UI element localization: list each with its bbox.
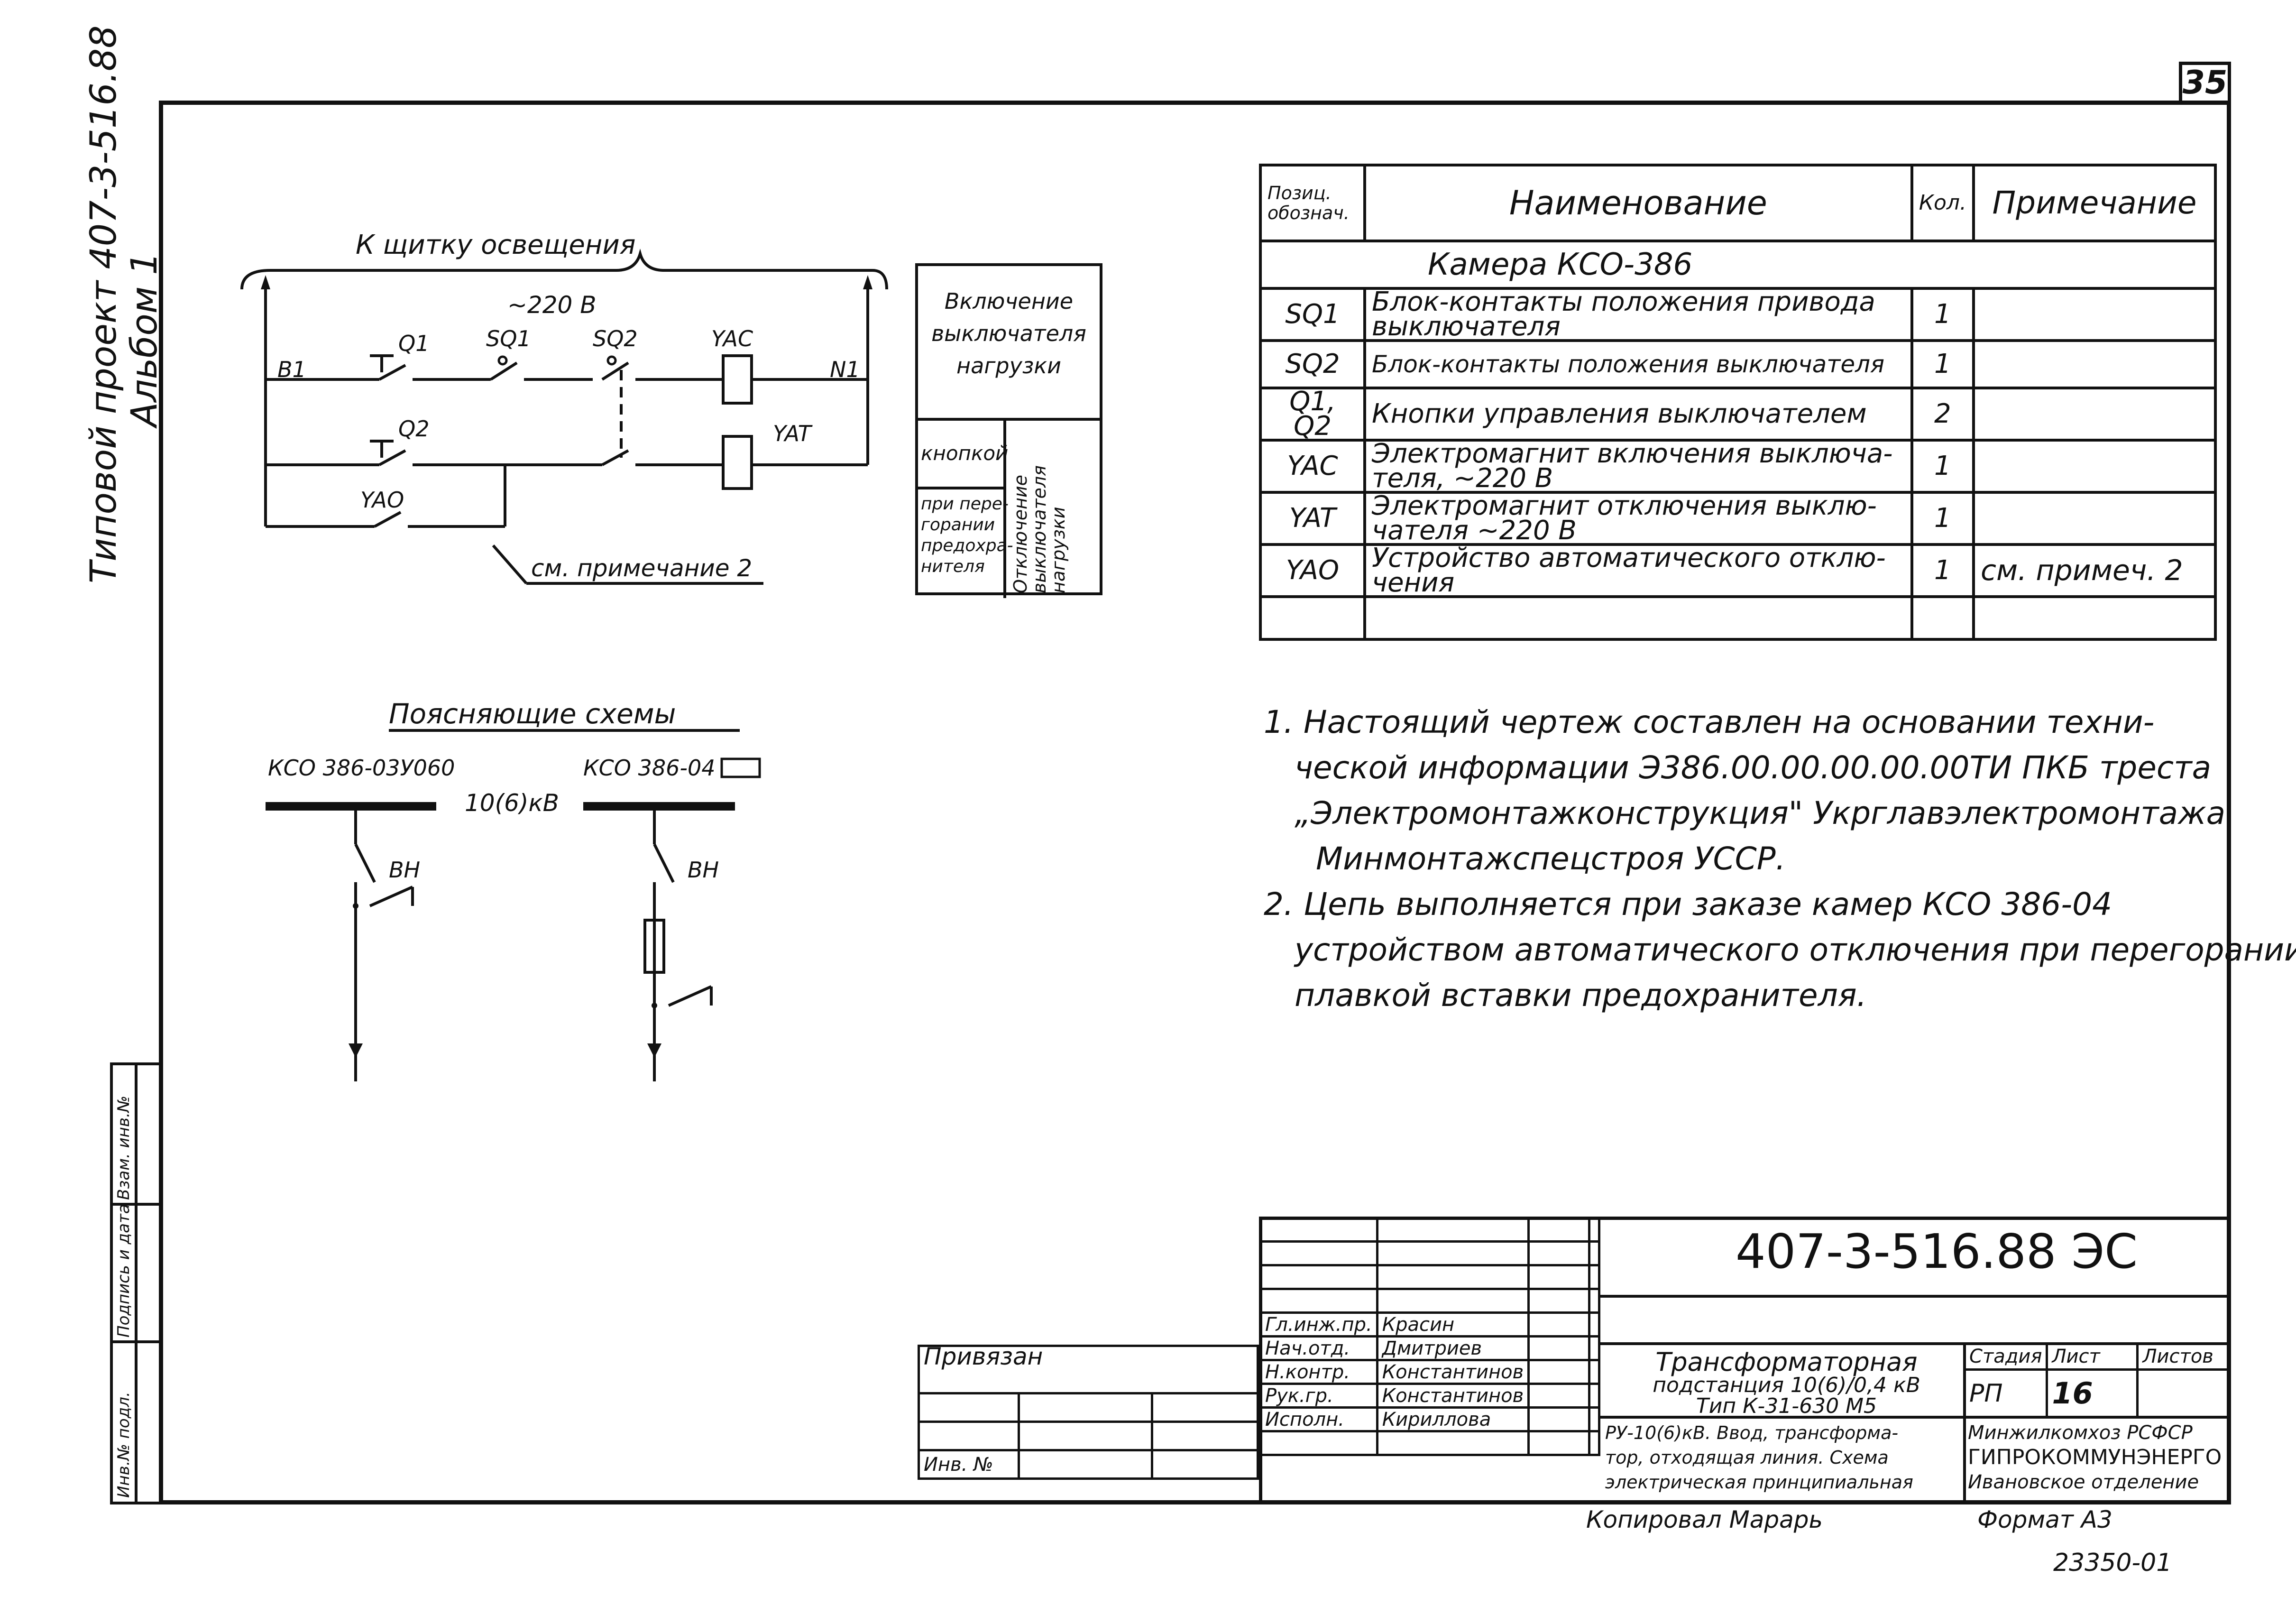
project-title: Трансформаторная подстанция 10(6)/0,4 кВ…	[1653, 1347, 1920, 1418]
legend-off-3: нагрузки	[1048, 507, 1069, 593]
legend-by-button: кнопкой	[921, 442, 1009, 465]
drawing-number: 23350-01	[2053, 1549, 2172, 1577]
circuit-voltage: ~220 В	[507, 291, 597, 319]
label-sq2: SQ2	[593, 326, 638, 351]
spec-row: YAC Электромагнит включения выключа-теля…	[1259, 439, 2217, 494]
bound-label: Привязан	[918, 1345, 1259, 1394]
explanatory-title: Поясняющие схемы	[389, 698, 676, 730]
bound-grid: Привязан Инв. №	[918, 1345, 1259, 1480]
note-line: плавкой вставки предохранителя.	[1295, 977, 1867, 1014]
spec-table: Позиц.обознач. Наименование Кол. Примеча…	[1259, 164, 2217, 641]
format-label: Формат А3	[1977, 1506, 2112, 1533]
spec-header-pos: Позиц.обознач.	[1259, 164, 1366, 242]
explanatory-voltage: 10(6)кВ	[465, 789, 559, 817]
organization: Минжилкомхоз РСФСР ГИПРОКОММУНЭНЕРГО Ива…	[1968, 1422, 2222, 1493]
stamp-strip: Инв.№ подл. Подпись и дата Взам. инв.№	[110, 1062, 163, 1504]
margin-title: Типовой проект 407-3-516.88 Альбом 1	[82, 25, 165, 583]
spec-row: YAO Устройство автоматического отклю-чен…	[1259, 543, 2217, 598]
spec-header-qty: Кол.	[1910, 164, 1975, 242]
note-line: ческой информации Э386.00.00.00.00.00ТИ …	[1295, 749, 2212, 786]
title-roles: Гл.инж.пр.Красин Нач.отд.Дмитриев Н.конт…	[1259, 1217, 1600, 1456]
label-sq1: SQ1	[486, 326, 531, 351]
explanatory-left-label: КСО 386-03У060	[268, 755, 455, 781]
legend-fuse-2: горании	[921, 515, 995, 535]
legend-fuse-1: при пере-	[921, 494, 1009, 514]
brace	[240, 249, 888, 290]
spec-header-note: Примечание	[1972, 164, 2217, 242]
legend-on-3: нагрузки	[956, 353, 1061, 378]
note-line: 1. Настоящий чертеж составлен на основан…	[1264, 704, 2155, 740]
inv-label: Инв. №	[918, 1449, 1020, 1480]
legend-fuse-3: предохра-	[921, 536, 1013, 555]
legend-on-2: выключателя	[931, 321, 1086, 346]
stamp-signature-date: Подпись и дата	[114, 1204, 133, 1338]
doc-code: 407-3-516.88 ЭС	[1736, 1224, 2138, 1279]
page-number: 35	[2179, 62, 2231, 104]
legend-off-1: Отключение	[1010, 474, 1031, 593]
legend-off-2: выключателя	[1029, 465, 1050, 593]
margin-title-line1: Типовой проект 407-3-516.88	[82, 25, 124, 583]
label-yac: YAC	[711, 326, 753, 351]
explanatory-right-label: КСО 386-04	[583, 755, 716, 781]
circuit-header: К щитку освещения	[356, 230, 636, 260]
sheet-title: РУ-10(6)кВ. Ввод, трансформа- тор, отход…	[1605, 1422, 1913, 1493]
spec-row: YAT Электромагнит отключения выклю-чател…	[1259, 491, 2217, 546]
notes: 1. Настоящий чертеж составлен на основан…	[1264, 700, 2296, 1018]
legend-on-1: Включение	[944, 288, 1074, 314]
bus-b1: B1	[277, 357, 306, 382]
copied-by: Копировал Марарь	[1586, 1506, 1823, 1533]
note-line: 2. Цепь выполняется при заказе камер КСО…	[1264, 886, 2112, 923]
switch-right: ВН	[688, 857, 719, 883]
note-line: устройством автоматического отключения п…	[1295, 932, 2296, 968]
label-yat: YAT	[773, 421, 813, 446]
bus-n1: N1	[830, 357, 860, 382]
spec-row: SQ2 Блок-контакты положения выключателя …	[1259, 339, 2217, 389]
control-circuit: К щитку освещения ~220 В B1 N1 Q1 SQ1 SQ…	[240, 230, 888, 1081]
margin-title-line2: Альбом 1	[123, 252, 165, 427]
label-q2: Q2	[398, 416, 429, 442]
drawing-frame	[159, 101, 2231, 1504]
note-line: „Электромонтажконструкция" Укрглавэлектр…	[1295, 795, 2226, 831]
circuit-note-ref: см. примечание 2	[531, 554, 752, 582]
spec-row: Q1, Q2 Кнопки управления выключателем 2	[1259, 387, 2217, 442]
stamp-replace-inv: Взам. инв.№	[114, 1095, 133, 1200]
switch-left: ВН	[389, 857, 420, 883]
circuit-legend: Включение выключателя нагрузки кнопкой п…	[915, 263, 1102, 598]
label-yao: YAO	[360, 487, 404, 513]
label-q1: Q1	[398, 331, 429, 356]
spec-group: Камера КСО-386	[1259, 240, 2217, 290]
stamp-inv-orig: Инв.№ подл.	[114, 1392, 133, 1498]
spec-header-name: Наименование	[1363, 164, 1913, 242]
legend-fuse-4: нителя	[921, 557, 985, 576]
note-line: Минмонтажспецстроя УССР.	[1316, 840, 1786, 877]
